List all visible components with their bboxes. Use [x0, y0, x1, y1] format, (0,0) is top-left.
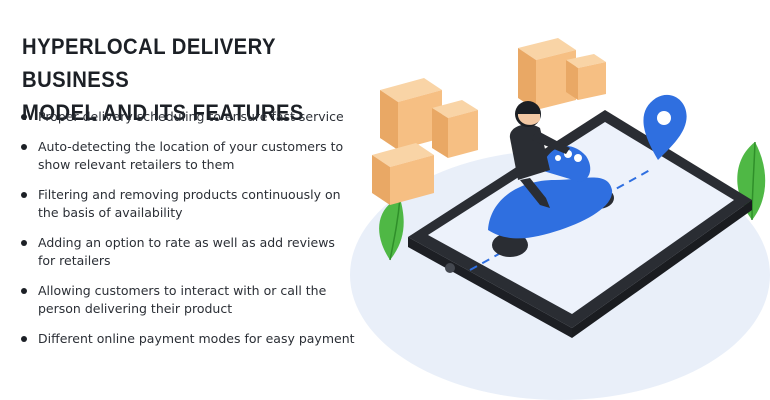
leaf-icon	[379, 197, 404, 261]
feature-item: Different online payment modes for easy …	[20, 330, 360, 348]
feature-item: Auto-detecting the location of your cust…	[20, 138, 360, 174]
bullet-icon	[21, 192, 27, 198]
bullet-icon	[21, 144, 27, 150]
feature-text-line-1: Filtering and removing products continuo…	[38, 187, 341, 202]
package-box-icon	[372, 38, 606, 205]
bullet-icon	[21, 288, 27, 294]
bullet-icon	[21, 336, 27, 342]
feature-text-line-2: for retailers	[38, 253, 111, 268]
map-pin-icon	[643, 94, 687, 160]
feature-text-line-2: the basis of availability	[38, 205, 183, 220]
bullet-icon	[21, 240, 27, 246]
feature-text-line-2: person delivering their product	[38, 301, 233, 316]
feature-list: Proper delivery scheduling to ensure fas…	[20, 108, 360, 360]
feature-item: Allowing customers to interact with or c…	[20, 282, 360, 318]
feature-text-line-1: Different online payment modes for easy …	[38, 331, 355, 346]
title-line-2: MODEL AND ITS FEATURES	[22, 100, 304, 125]
bullet-icon	[21, 114, 27, 120]
feature-text-line-1: Adding an option to rate as well as add …	[38, 235, 335, 250]
feature-item: Filtering and removing products continuo…	[20, 186, 360, 222]
delivery-illustration	[350, 38, 770, 400]
page-title: HYPERLOCAL DELIVERY BUSINESS MODEL AND I…	[22, 30, 353, 129]
feature-text-line-1: Proper delivery scheduling to ensure fas…	[38, 109, 344, 124]
feature-item: Adding an option to rate as well as add …	[20, 234, 360, 270]
feature-text-line-1: Allowing customers to interact with or c…	[38, 283, 327, 298]
feature-text-line-2: show relevant retailers to them	[38, 157, 235, 172]
delivery-scooter-icon	[488, 101, 614, 257]
feature-text-line-1: Auto-detecting the location of your cust…	[38, 139, 344, 154]
feature-item: Proper delivery scheduling to ensure fas…	[20, 108, 360, 126]
title-line-1: HYPERLOCAL DELIVERY BUSINESS	[22, 34, 276, 92]
